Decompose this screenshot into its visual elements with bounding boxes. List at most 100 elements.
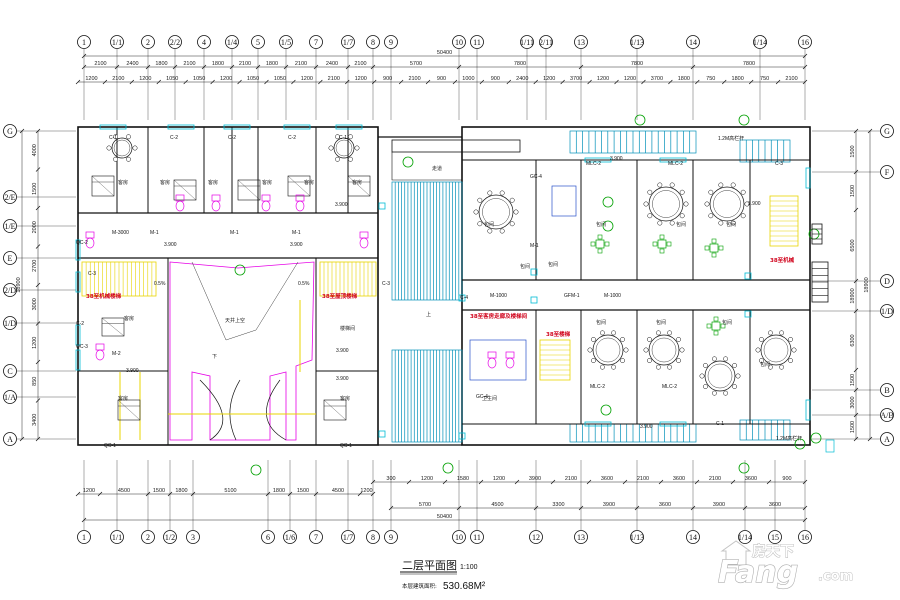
round-table-8-chair-0 [132, 145, 138, 151]
axis-left-label-8: A [7, 435, 13, 444]
tag-c3-b: C-3 [88, 271, 96, 277]
note-red-1: 38至客房走廊及楼梯间 [470, 312, 528, 320]
axis-left-circle-4 [3, 283, 17, 297]
tag-mlc2-a: MLC-2 [586, 161, 601, 167]
axis-top-label-11: 9 [389, 38, 393, 47]
corridor-top-frame [391, 139, 521, 153]
wc-3 [295, 194, 305, 212]
tag-qc1-a: QC-1 [104, 443, 116, 449]
dim-bottom-row2-tick-5 [550, 479, 556, 485]
axis-top-label-18: 14 [689, 38, 697, 47]
bed-1 [91, 175, 115, 197]
round-table-5-ring [651, 337, 677, 363]
round-table-2-chair-2 [669, 220, 675, 226]
dim-top-row1-tick-7 [283, 64, 289, 70]
callout-bubble-1 [402, 156, 414, 168]
elev-8: 3.900 [640, 424, 653, 430]
room-label-private-4: 包间 [596, 221, 606, 228]
elev-1: 3.900 [335, 202, 348, 208]
dim-top-row3-tick-9 [318, 79, 323, 85]
dim-top-row3-tick-8 [291, 79, 296, 85]
dim-right-text-1: 1500 [850, 185, 856, 197]
dim-bottom-row2-text-1: 1200 [421, 476, 433, 482]
round-table-2-chair-3 [657, 220, 663, 226]
note-red-2: 38至机械楼梯 [86, 292, 122, 300]
stair-east [769, 195, 799, 247]
balcony-hatch-se [739, 419, 791, 441]
dim-bottom-total-text-0: 50400 [437, 514, 452, 520]
dim-left-text-4: 3000 [32, 298, 38, 310]
axis-top-label-0: 1 [82, 38, 86, 47]
round-table-7 [755, 330, 797, 370]
dim-top-row1-text-2: 1800 [155, 61, 167, 67]
dim-bottom-row1-text-2: 1500 [153, 488, 165, 494]
round-table-4-chair-4 [590, 358, 596, 364]
bed-6-frame [101, 317, 125, 337]
axis-bottom-circle-3 [163, 530, 177, 544]
dim-bottom-row1-tick-9 [370, 491, 376, 497]
dim-right-text-4: 6300 [850, 334, 856, 346]
axis-top-label-8: 7 [314, 38, 318, 47]
dim-top-row3-tick-22 [668, 79, 673, 85]
wc-7 [487, 351, 497, 369]
dim-right-tick-0 [853, 128, 859, 134]
round-table-3-ring [713, 190, 741, 218]
axis-bottom-label-5: 6 [266, 533, 270, 542]
tag-m3000: M-3000 [112, 230, 129, 236]
window-side-3 [75, 349, 81, 371]
round-table-4-chair-7 [599, 330, 605, 336]
dim-bottom-row1-tick-3 [167, 491, 173, 497]
dim-right-text-6: 3000 [850, 396, 856, 408]
dim-top-row1-text-5: 2100 [239, 61, 251, 67]
axis-top-label-1: 1/1 [112, 38, 122, 47]
dim-left-total-tick-1 [19, 436, 25, 442]
round-table-8 [106, 134, 138, 162]
round-table-6-chair-0 [735, 373, 741, 379]
axis-right-circle-3 [880, 304, 894, 318]
axis-left-circle-5 [3, 316, 17, 330]
axis-bottom-label-14: 13 [577, 533, 585, 542]
dim-bottom-row1-text-0: 1200 [83, 488, 95, 494]
green-table-4 [706, 316, 726, 336]
dim-top-row3-text-19: 1200 [597, 76, 609, 82]
dim-bottom-row2-text-8: 3600 [673, 476, 685, 482]
dim-top-row1-tick-5 [229, 64, 235, 70]
dim-right-total-tick-0 [867, 128, 873, 134]
dim-bottom-mid-text-1: 4500 [491, 502, 503, 508]
dim-top-row1-text-6: 1800 [266, 61, 278, 67]
dim-bottom-mid-tick-4 [634, 505, 640, 511]
axis-right-label-3: 1/D [881, 307, 893, 316]
round-table-6-chair-7 [711, 356, 717, 362]
dim-bottom-row2-tick-10 [730, 479, 736, 485]
axis-left-circle-0 [3, 124, 17, 138]
elev-5: 3.900 [748, 201, 761, 207]
corridor-hatch-south [391, 349, 463, 443]
axis-bottom-label-17: 1/14 [738, 533, 752, 542]
round-table-4-ring [595, 337, 621, 363]
room-label-private-6: 包间 [656, 319, 666, 326]
balcony-hatch-south [569, 423, 697, 443]
window-2 [223, 124, 251, 130]
round-table-9-chair-0 [354, 145, 360, 151]
wc-2 [261, 194, 271, 212]
dim-bottom-row2-text-7: 2100 [637, 476, 649, 482]
slope-1: 0.5% [154, 281, 166, 287]
axis-top-circle-7 [279, 35, 293, 49]
bed-8-frame [323, 399, 347, 421]
dim-top-row3-text-15: 900 [491, 76, 500, 82]
round-table-5 [643, 330, 685, 370]
axis-top-label-5: 1/4 [227, 38, 237, 47]
dim-top-row1-text-0: 2100 [94, 61, 106, 67]
round-table-5-chair-4 [646, 358, 652, 364]
elev-6: 3.900 [126, 368, 139, 374]
bed-7-frame [117, 399, 141, 421]
round-table-6-chair-6 [702, 362, 708, 368]
round-table-9 [328, 134, 360, 162]
dim-right-tick-1 [853, 169, 859, 175]
axis-right-circle-6 [880, 432, 894, 446]
round-table-9-chair-2 [335, 156, 340, 162]
dim-top-row3-text-8: 1200 [301, 76, 313, 82]
axis-top-circle-13 [470, 35, 484, 49]
dim-bottom-mid-tick-0 [388, 505, 394, 511]
